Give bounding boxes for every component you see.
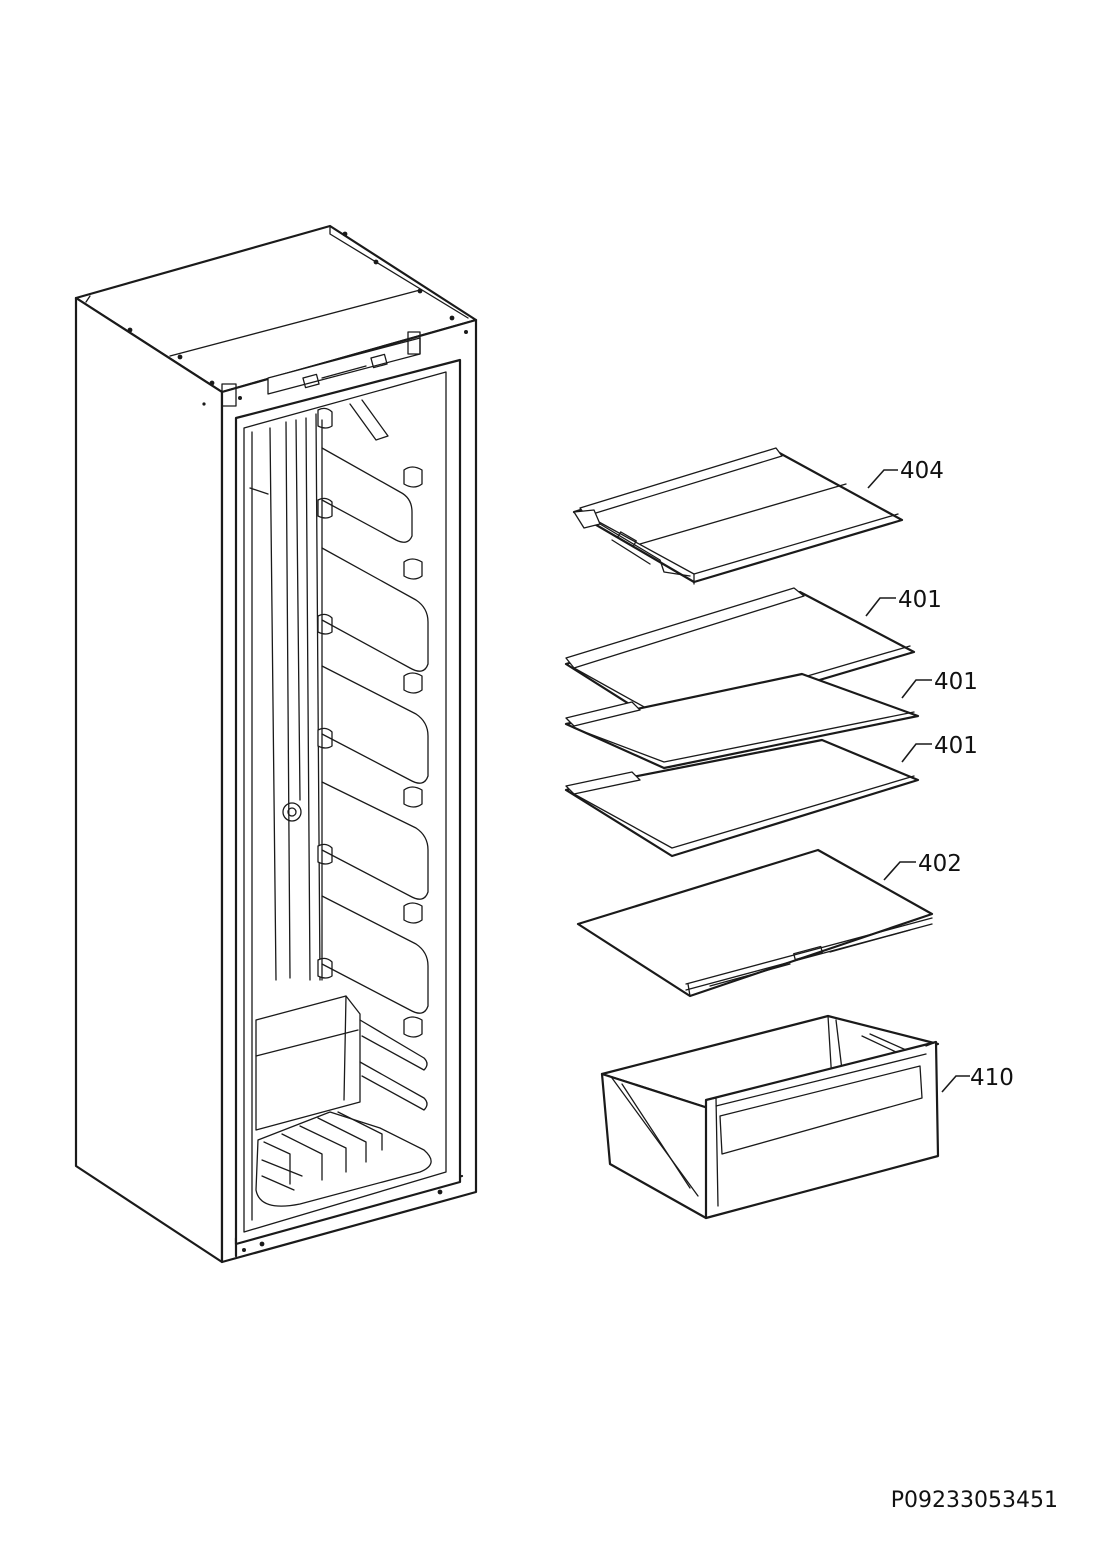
crisper-drawer-410 (600, 1014, 940, 1220)
callout-label-401-c: 401 (934, 733, 978, 759)
shelf-401-c (564, 738, 920, 858)
callout-label-404: 404 (900, 458, 944, 484)
callout-401-a: 401 (865, 587, 942, 617)
shelf-404 (572, 447, 904, 585)
document-number: P09233053451 (891, 1488, 1058, 1513)
shelf-supports (251, 407, 429, 1221)
callout-label-401-b: 401 (934, 669, 978, 695)
callout-label-410: 410 (970, 1065, 1014, 1091)
callout-label-401-a: 401 (898, 587, 942, 613)
callouts: 404 401 401 401 402 410 (865, 458, 1014, 1093)
shelf-402 (576, 848, 934, 998)
crisper-recess (255, 995, 432, 1207)
refrigerator-cabinet (74, 224, 478, 1264)
callout-401-b: 401 (901, 669, 978, 699)
callout-402: 402 (883, 851, 962, 881)
callout-404: 404 (867, 458, 944, 489)
callout-label-402: 402 (918, 851, 962, 877)
callout-410: 410 (941, 1065, 1014, 1093)
shelf-401-b (564, 672, 920, 770)
callout-401-c: 401 (901, 733, 978, 763)
